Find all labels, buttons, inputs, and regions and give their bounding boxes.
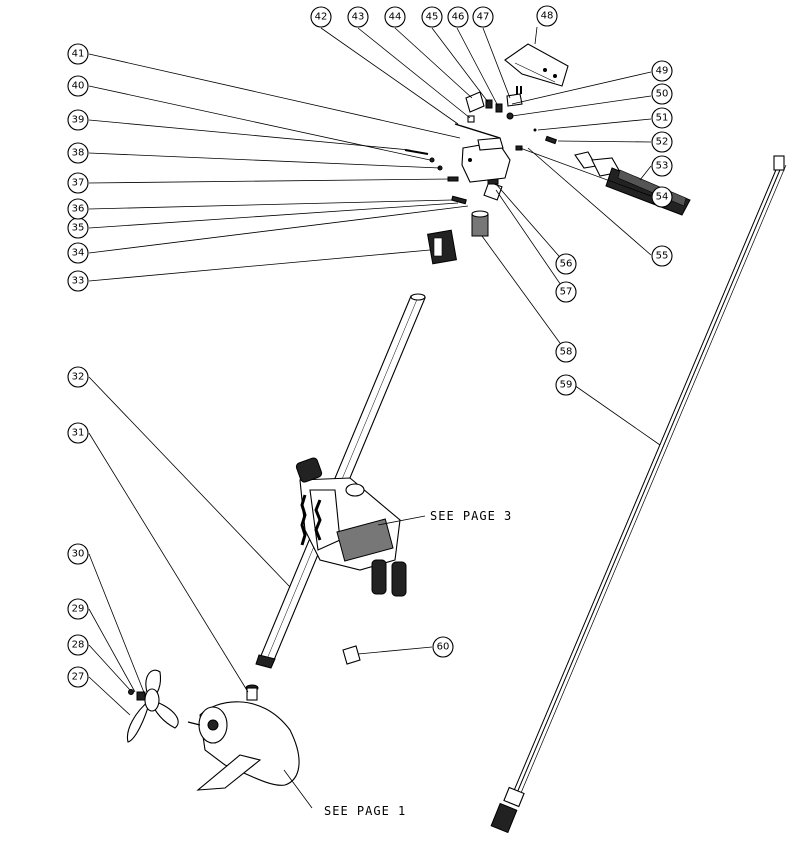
callout-30-label: 30 [72,549,85,560]
callout-57-label: 57 [560,287,573,298]
callout-38: 38 [67,142,89,164]
see-page-3-label: SEE PAGE 3 [430,509,512,523]
part-59-cable [490,155,787,834]
callout-57: 57 [555,281,577,303]
callout-46-label: 46 [452,12,465,23]
callout-36-label: 36 [72,204,85,215]
callout-33: 33 [67,270,89,292]
callout-42-label: 42 [315,12,328,23]
callout-39: 39 [67,109,89,131]
callout-40: 40 [67,75,89,97]
callout-39-label: 39 [72,115,85,126]
callout-41-label: 41 [72,49,85,60]
callout-50: 50 [651,83,673,105]
callout-31-label: 31 [72,428,85,439]
callout-56: 56 [555,253,577,275]
callout-35: 35 [67,217,89,239]
callout-46: 46 [447,6,469,28]
lower-unit [187,684,300,791]
callout-27: 27 [67,666,89,688]
propeller-group [126,669,179,743]
callout-31: 31 [67,422,89,444]
head-block [461,137,511,183]
callout-52-label: 52 [656,137,669,148]
callout-45: 45 [421,6,443,28]
callout-54: 54 [651,186,673,208]
small-parts-top [404,86,558,205]
callout-47-label: 47 [477,12,490,23]
callout-38-label: 38 [72,148,85,159]
callout-33-label: 33 [72,276,85,287]
callout-37: 37 [67,172,89,194]
callout-35-label: 35 [72,223,85,234]
callout-48: 48 [536,5,558,27]
callout-45-label: 45 [426,12,439,23]
callout-32-label: 32 [72,372,85,383]
callout-50-label: 50 [656,89,669,100]
callout-58-label: 58 [560,347,573,358]
see-page-1-label: SEE PAGE 1 [324,804,406,818]
callout-34: 34 [67,242,89,264]
callout-28: 28 [67,634,89,656]
callout-47: 47 [472,6,494,28]
part-33-coupling [426,229,458,265]
callout-49: 49 [651,60,673,82]
callout-29-label: 29 [72,604,85,615]
callout-51: 51 [651,107,673,129]
bracket-assembly [295,457,407,597]
part-48-top-cover [504,43,569,87]
callout-48-label: 48 [541,11,554,22]
part-60-block [342,645,361,665]
callout-54-label: 54 [656,192,669,203]
callout-58: 58 [555,341,577,363]
callout-40-label: 40 [72,81,85,92]
callout-27-label: 27 [72,672,85,683]
callout-41: 41 [67,43,89,65]
callout-29: 29 [67,598,89,620]
callout-28-label: 28 [72,640,85,651]
callout-49-label: 49 [656,66,669,77]
callout-53-label: 53 [656,161,669,172]
callout-60-label: 60 [437,642,450,653]
callout-53: 53 [651,155,673,177]
callout-55-label: 55 [656,251,669,262]
leader-lines [88,26,661,809]
callout-44: 44 [384,6,406,28]
callout-51-label: 51 [656,113,669,124]
callout-44-label: 44 [389,12,402,23]
callout-32: 32 [67,366,89,388]
callout-43: 43 [347,6,369,28]
callout-60: 60 [432,636,454,658]
callout-59-label: 59 [560,380,573,391]
part-53-handle [574,151,691,216]
callout-55: 55 [651,245,673,267]
callout-37-label: 37 [72,178,85,189]
part-57-nut [483,181,503,201]
callout-34-label: 34 [72,248,85,259]
callout-42: 42 [310,6,332,28]
callout-56-label: 56 [560,259,573,270]
part-58-sleeve [471,210,489,237]
callout-59: 59 [555,374,577,396]
callout-36: 36 [67,198,89,220]
callout-52: 52 [651,131,673,153]
callout-30: 30 [67,543,89,565]
callout-43-label: 43 [352,12,365,23]
